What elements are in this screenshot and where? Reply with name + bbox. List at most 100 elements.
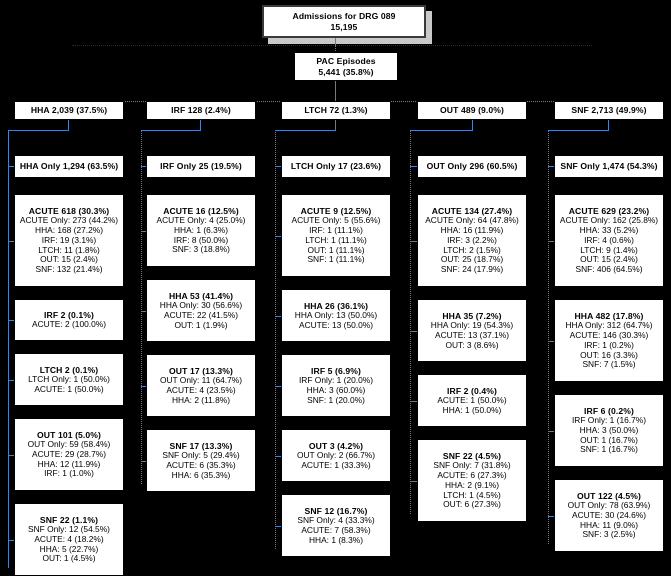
detail-node-line: ACUTE Only: 273 (44.2%) <box>19 214 119 225</box>
detail-node-snf-3[interactable]: OUT 122 (4.5%)OUT Only: 78 (63.9%)ACUTE:… <box>554 479 664 552</box>
detail-node-line: ACUTE: 29 (28.7%) <box>31 448 106 459</box>
pac-episodes-node[interactable]: PAC Episodes 5,441 (35.8%) <box>294 52 398 81</box>
detail-node-irf-1[interactable]: HHA 53 (41.4%)HHA Only: 30 (56.6%)ACUTE:… <box>146 279 256 342</box>
detail-node-line: HHA: 1 (50.0%) <box>442 404 502 415</box>
detail-node-out-2[interactable]: IRF 2 (0.4%)ACUTE: 1 (50.0%)HHA: 1 (50.0… <box>417 374 527 427</box>
detail-node-line: HHA Only: 30 (56.6%) <box>159 299 243 310</box>
detail-node-out-3[interactable]: SNF 22 (4.5%)SNF Only: 7 (31.8%)ACUTE: 6… <box>417 439 527 522</box>
detail-node-line: SNF: 1 (11.1%) <box>307 254 365 265</box>
only-node-out[interactable]: OUT Only 296 (60.5%) <box>417 155 527 178</box>
only-node-snf[interactable]: SNF Only 1,474 (54.3%) <box>554 155 664 178</box>
detail-node-line: SNF Only: 7 (31.8%) <box>433 459 511 470</box>
detail-node-line: OUT: 1 (1.9%) <box>174 319 228 330</box>
detail-node-out-0[interactable]: ACUTE 134 (27.4%)ACUTE Only: 64 (47.8%)H… <box>417 194 527 287</box>
detail-node-line: SNF: 1 (16.7%) <box>580 444 638 455</box>
detail-node-line: SNF Only: 5 (29.4%) <box>162 449 240 460</box>
only-node-irf[interactable]: IRF Only 25 (19.5%) <box>146 155 256 178</box>
column-header-snf[interactable]: SNF 2,713 (49.9%) <box>554 101 664 120</box>
column-header-irf[interactable]: IRF 128 (2.4%) <box>146 101 256 120</box>
detail-node-line: OUT Only: 59 (58.4%) <box>27 438 111 449</box>
detail-node-title: HHA 26 (36.1%) <box>303 300 369 311</box>
detail-node-line: ACUTE: 22 (41.5%) <box>163 309 238 320</box>
pac-title: PAC Episodes <box>316 56 376 67</box>
detail-node-line: OUT: 25 (18.7%) <box>440 254 504 265</box>
detail-node-line: OUT Only: 2 (66.7%) <box>296 449 376 460</box>
column-header-hha[interactable]: HHA 2,039 (37.5%) <box>14 101 124 120</box>
detail-node-title: OUT 3 (4.2%) <box>308 440 364 451</box>
spine-snf <box>548 130 549 544</box>
detail-node-hha-1[interactable]: IRF 2 (0.1%)ACUTE: 2 (100.0%) <box>14 299 124 341</box>
detail-node-snf-2[interactable]: IRF 6 (0.2%)IRF Only: 1 (16.7%)HHA: 3 (5… <box>554 394 664 467</box>
detail-node-hha-2[interactable]: LTCH 2 (0.1%)LTCH Only: 1 (50.0%)ACUTE: … <box>14 353 124 406</box>
detail-node-line: SNF: 3 (18.8%) <box>172 244 230 255</box>
detail-node-title: ACUTE 629 (23.2%) <box>568 205 650 216</box>
elbow-ltch <box>275 130 335 131</box>
elbow-snf <box>548 130 608 131</box>
detail-node-line: OUT Only: 78 (63.9%) <box>567 499 651 510</box>
connector-spine-detail-irf-1 <box>141 311 146 312</box>
detail-node-irf-3[interactable]: SNF 17 (13.3%)SNF Only: 5 (29.4%)ACUTE: … <box>146 429 256 492</box>
detail-node-hha-0[interactable]: ACUTE 618 (30.3%)ACUTE Only: 273 (44.2%)… <box>14 194 124 287</box>
detail-node-hha-4[interactable]: SNF 22 (1.1%)SNF Only: 12 (54.5%)ACUTE: … <box>14 503 124 576</box>
detail-node-line: IRF: 1 (0.2%) <box>584 339 634 350</box>
detail-node-line: IRF Only: 1 (16.7%) <box>571 414 646 425</box>
elbow-ltch-v <box>335 120 336 131</box>
detail-node-line: IRF: 1 (11.1%) <box>309 224 363 235</box>
detail-node-ltch-0[interactable]: ACUTE 9 (12.5%)ACUTE Only: 5 (55.6%)IRF:… <box>281 194 391 277</box>
root-node-admissions[interactable]: Admissions for DRG 089 15,195 <box>262 5 426 38</box>
detail-node-out-1[interactable]: HHA 35 (7.2%)HHA Only: 19 (54.3%)ACUTE: … <box>417 299 527 362</box>
detail-node-irf-2[interactable]: OUT 17 (13.3%)OUT Only: 11 (64.7%)ACUTE:… <box>146 354 256 417</box>
detail-node-irf-0[interactable]: ACUTE 16 (12.5%)ACUTE Only: 4 (25.0%)HHA… <box>146 194 256 267</box>
connector-spine-detail-irf-2 <box>141 386 146 387</box>
detail-node-hha-3[interactable]: OUT 101 (5.0%)OUT Only: 59 (58.4%)ACUTE:… <box>14 418 124 491</box>
detail-node-line: ACUTE Only: 4 (25.0%) <box>156 214 246 225</box>
detail-node-line: ACUTE: 1 (50.0%) <box>437 394 507 405</box>
detail-node-snf-1[interactable]: HHA 482 (17.8%)HHA Only: 312 (64.7%)ACUT… <box>554 299 664 382</box>
connector-spine-detail-ltch-0 <box>275 236 281 237</box>
detail-node-title: SNF 12 (16.7%) <box>304 505 368 516</box>
detail-node-line: SNF Only: 12 (54.5%) <box>28 523 110 534</box>
detail-node-line: SNF: 7 (1.5%) <box>582 359 636 370</box>
detail-node-line: ACUTE: 13 (37.1%) <box>434 329 509 340</box>
detail-node-line: LTCH: 1 (4.5%) <box>443 489 501 500</box>
detail-node-line: HHA: 11 (9.0%) <box>579 519 639 530</box>
detail-node-title: SNF 17 (13.3%) <box>169 440 233 451</box>
column-header-out[interactable]: OUT 489 (9.0%) <box>417 101 527 120</box>
detail-node-title: IRF 2 (0.1%) <box>44 309 94 320</box>
detail-node-ltch-3[interactable]: OUT 3 (4.2%)OUT Only: 2 (66.7%)ACUTE: 1 … <box>281 429 391 482</box>
detail-node-line: LTCH Only: 1 (50.0%) <box>28 373 110 384</box>
detail-node-line: HHA: 3 (50.0%) <box>579 424 639 435</box>
detail-node-title: SNF 22 (4.5%) <box>442 450 502 461</box>
detail-node-title: OUT 122 (4.5%) <box>577 490 641 501</box>
detail-node-line: HHA: 168 (27.2%) <box>35 224 103 235</box>
detail-node-line: OUT: 1 (16.7%) <box>580 434 638 445</box>
detail-node-ltch-2[interactable]: IRF 5 (6.9%)IRF Only: 1 (20.0%)HHA: 3 (6… <box>281 354 391 417</box>
spine-hha <box>8 130 9 568</box>
detail-node-line: OUT: 6 (27.3%) <box>443 499 501 510</box>
detail-node-snf-0[interactable]: ACUTE 629 (23.2%)ACUTE Only: 162 (25.8%)… <box>554 194 664 287</box>
connector-spine-detail-ltch-4 <box>275 526 281 527</box>
elbow-irf-v <box>200 120 201 131</box>
connector-spine-detail-hha-2 <box>8 380 14 381</box>
detail-node-line: ACUTE Only: 64 (47.8%) <box>425 214 519 225</box>
connector-bus-to-pac <box>335 45 336 53</box>
column-header-ltch[interactable]: LTCH 72 (1.3%) <box>281 101 391 120</box>
elbow-hha-v2 <box>68 120 69 131</box>
detail-node-ltch-1[interactable]: HHA 26 (36.1%)HHA Only: 13 (50.0%)ACUTE:… <box>281 289 391 342</box>
detail-node-line: HHA Only: 312 (64.7%) <box>565 319 653 330</box>
detail-node-ltch-4[interactable]: SNF 12 (16.7%)SNF Only: 4 (33.3%)ACUTE: … <box>281 494 391 557</box>
column-header-irf-label: IRF 128 (2.4%) <box>171 105 231 116</box>
only-node-ltch[interactable]: LTCH Only 17 (23.6%) <box>281 155 391 178</box>
connector-spine-only-ltch <box>275 166 282 167</box>
root-count: 15,195 <box>330 21 358 32</box>
detail-node-title: ACUTE 16 (12.5%) <box>163 205 239 216</box>
connector-spine-detail-snf-0 <box>548 241 554 242</box>
only-node-hha[interactable]: HHA Only 1,294 (63.5%) <box>14 155 124 178</box>
detail-node-line: HHA: 6 (35.3%) <box>171 469 231 480</box>
column-header-ltch-label: LTCH 72 (1.3%) <box>304 105 368 116</box>
detail-node-line: OUT: 16 (3.3%) <box>580 349 638 360</box>
detail-node-line: SNF: 406 (64.5%) <box>575 264 643 275</box>
spine-ltch <box>275 130 276 549</box>
detail-node-title: HHA 53 (41.4%) <box>168 290 234 301</box>
